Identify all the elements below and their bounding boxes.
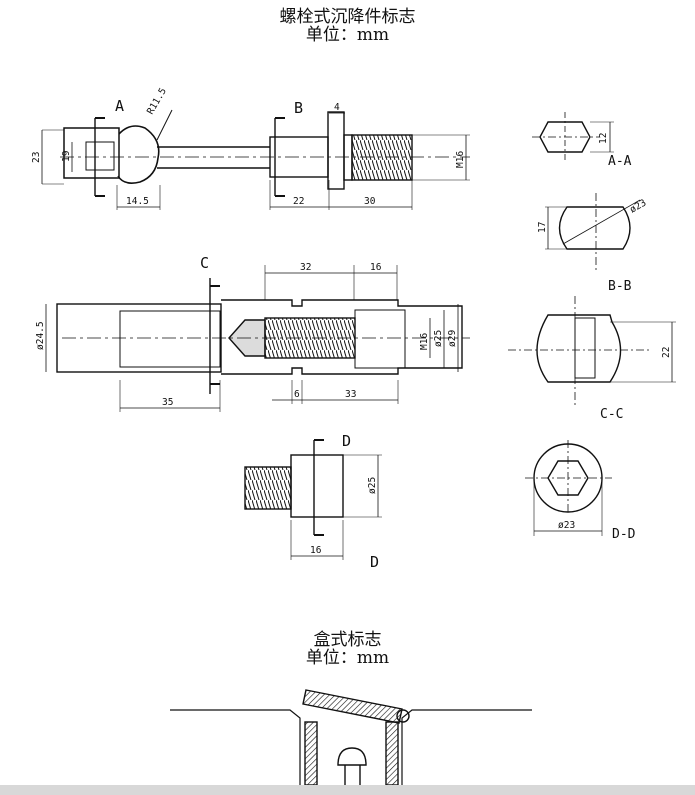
section-d-view — [244, 439, 382, 560]
dim-b-b-17: 17 — [537, 222, 548, 233]
section-d-top-label: D — [342, 432, 351, 450]
section-b-b-view — [545, 193, 641, 272]
box-marker-title-name: 盒式标志 — [313, 630, 382, 650]
dim-c-32: 32 — [300, 262, 311, 273]
dim-m16-top: M16 — [455, 151, 466, 168]
box-marker-title: 盒式标志 单位：mm — [0, 631, 695, 667]
section-a-label: A — [115, 97, 124, 115]
section-d-d-view — [525, 440, 612, 536]
section-c-c-view — [508, 296, 676, 405]
section-d-bottom-label: D — [370, 553, 379, 571]
dim-c-diameter-29: ø29 — [447, 330, 458, 347]
dim-14-5: 14.5 — [126, 196, 149, 207]
view-a-a-label: A-A — [608, 154, 632, 169]
dim-a-a-12: 12 — [598, 133, 609, 144]
dim-d-d-diameter-23: ø23 — [558, 520, 575, 531]
dim-d-16: 16 — [310, 545, 322, 556]
drawing-title-unit: 单位：mm — [305, 25, 390, 45]
section-b-label: B — [294, 99, 303, 117]
view-b-b-label: B-B — [608, 279, 632, 294]
bottom-strip — [0, 785, 695, 795]
dim-22: 22 — [293, 196, 304, 207]
view-c-c-label: C-C — [600, 407, 623, 422]
dim-radius-r11-5: R11.5 — [145, 86, 169, 116]
dim-c-m16: M16 — [419, 333, 430, 350]
dim-30: 30 — [364, 196, 376, 207]
section-c-label: C — [200, 254, 209, 272]
bolt-assembly-view — [41, 109, 470, 210]
dim-c-diameter-25: ø25 — [433, 330, 444, 347]
dim-c-diameter-24-5: ø24.5 — [35, 321, 46, 350]
view-d-d-label: D-D — [612, 527, 636, 542]
section-c-view — [45, 265, 470, 412]
box-marker-title-unit: 单位：mm — [305, 648, 390, 668]
dim-c-6: 6 — [294, 389, 300, 400]
dim-c-33: 33 — [345, 389, 356, 400]
dim-4: 4 — [334, 102, 340, 113]
dim-b-b-diameter: ø23 — [628, 197, 648, 215]
dim-c-c-22: 22 — [661, 347, 672, 358]
dim-c-35: 35 — [162, 397, 173, 408]
dim-d-diameter-25: ø25 — [367, 477, 378, 494]
section-a-a-view — [532, 112, 614, 160]
dim-c-16: 16 — [370, 262, 382, 273]
drawing-title: 螺栓式沉降件标志 单位：mm — [0, 8, 695, 44]
dim-23: 23 — [31, 152, 42, 163]
drawing-title-name: 螺栓式沉降件标志 — [279, 7, 416, 27]
box-marker-view — [170, 689, 532, 786]
dim-19: 19 — [61, 150, 72, 162]
